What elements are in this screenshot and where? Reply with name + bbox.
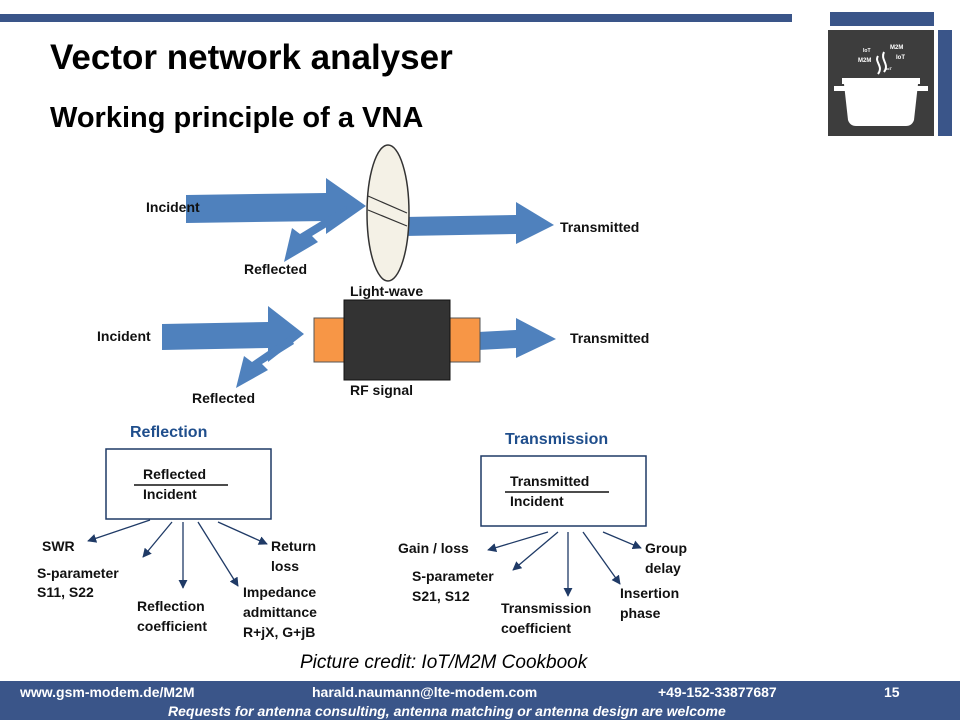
transmitted-label: Transmitted: [570, 330, 649, 346]
vna-diagram: Incident Reflected Transmitted Light-wav…: [37, 144, 687, 640]
impedance-label: R+jX, G+jB: [243, 624, 315, 640]
ratio-denominator: Incident: [143, 486, 197, 502]
logo-top-stripe: [830, 12, 934, 26]
transmission-coefficient-label: coefficient: [501, 620, 571, 636]
lens-band: [367, 195, 408, 227]
output-arrow: [142, 521, 173, 558]
medium-label: Light-wave: [350, 283, 423, 299]
reflected-arrow: [236, 336, 294, 388]
transmission-ratio-box: [480, 455, 647, 527]
transmitted-label: Transmitted: [560, 219, 639, 235]
picture-credit: Picture credit: IoT/M2M Cookbook: [300, 652, 588, 673]
reflection-heading: Reflection: [130, 424, 207, 441]
group-delay-label: Group: [645, 540, 687, 556]
insertion-phase-label: Insertion: [620, 585, 679, 601]
reflected-arrow: [284, 206, 348, 262]
pot-lid-icon: [842, 78, 920, 84]
lens-icon: [366, 144, 410, 282]
ratio-numerator: Transmitted: [510, 473, 589, 489]
transmitted-arrow: [404, 202, 554, 244]
incident-arrow: [162, 306, 304, 362]
output-arrow: [582, 531, 621, 585]
footer-bar: www.gsm-modem.de/M2M harald.naumann@lte-…: [0, 681, 960, 720]
output-arrow: [512, 531, 559, 571]
transmission-heading: Transmission: [505, 431, 608, 448]
logo-label: IoT: [896, 55, 905, 61]
cookbook-logo: IoT M2M M2M IoT IoT: [828, 12, 952, 136]
logo-label: M2M: [890, 45, 903, 51]
transmission-coefficient-label: Transmission: [501, 600, 591, 616]
output-arrow: [217, 521, 268, 545]
footer-website-link[interactable]: www.gsm-modem.de/M2M: [20, 684, 195, 700]
rf-device-block: [343, 299, 451, 381]
reflection-coefficient-label: Reflection: [137, 598, 205, 614]
footer-phone: +49-152-33877687: [658, 684, 777, 700]
page-subtitle: Working principle of a VNA: [50, 102, 424, 134]
output-arrow: [487, 531, 549, 553]
incident-label: Incident: [97, 328, 151, 344]
pot-handle-icon: [916, 86, 928, 91]
footer-note: Requests for antenna consulting, antenna…: [168, 703, 726, 719]
logo-label: M2M: [858, 58, 871, 64]
cooking-pot-icon: [844, 84, 918, 126]
logo-label: IoT: [863, 48, 871, 54]
logo-side-stripe: [938, 30, 952, 136]
ratio-denominator: Incident: [510, 493, 564, 509]
insertion-phase-label: phase: [620, 605, 661, 621]
gain-loss-label: Gain / loss: [398, 540, 469, 556]
output-arrow: [197, 521, 239, 587]
output-arrow: [87, 519, 151, 543]
group-delay-label: delay: [645, 560, 681, 576]
s-parameter-label: S-parameter: [37, 565, 119, 581]
return-loss-label: loss: [271, 558, 299, 574]
pot-handle-icon: [834, 86, 846, 91]
top-accent-bar: [0, 14, 792, 22]
rf-connector-left: [313, 317, 347, 363]
incident-label: Incident: [146, 199, 200, 215]
s-parameter-label: S-parameter: [412, 568, 494, 584]
ratio-numerator: Reflected: [143, 466, 206, 482]
output-arrow: [602, 531, 642, 550]
reflection-coefficient-label: coefficient: [137, 618, 207, 634]
reflected-label: Reflected: [192, 390, 255, 406]
swr-label: SWR: [42, 538, 75, 554]
steam-icon: [876, 51, 887, 75]
rf-connector-right: [447, 317, 481, 363]
page-number: 15: [884, 684, 900, 700]
return-loss-label: Return: [271, 538, 316, 554]
impedance-label: Impedance: [243, 584, 316, 600]
transmitted-arrow: [478, 318, 556, 358]
s-parameter-values: S11, S22: [37, 584, 94, 600]
footer-email-link[interactable]: harald.naumann@lte-modem.com: [312, 684, 538, 700]
logo-label: IoT: [886, 66, 893, 71]
s-parameter-values: S21, S12: [412, 588, 470, 604]
medium-label: RF signal: [350, 382, 413, 398]
page-title: Vector network analyser: [50, 38, 453, 77]
impedance-label: admittance: [243, 604, 317, 620]
incident-arrow: [186, 178, 366, 234]
reflection-ratio-box: [105, 448, 272, 520]
reflected-label: Reflected: [244, 261, 307, 277]
